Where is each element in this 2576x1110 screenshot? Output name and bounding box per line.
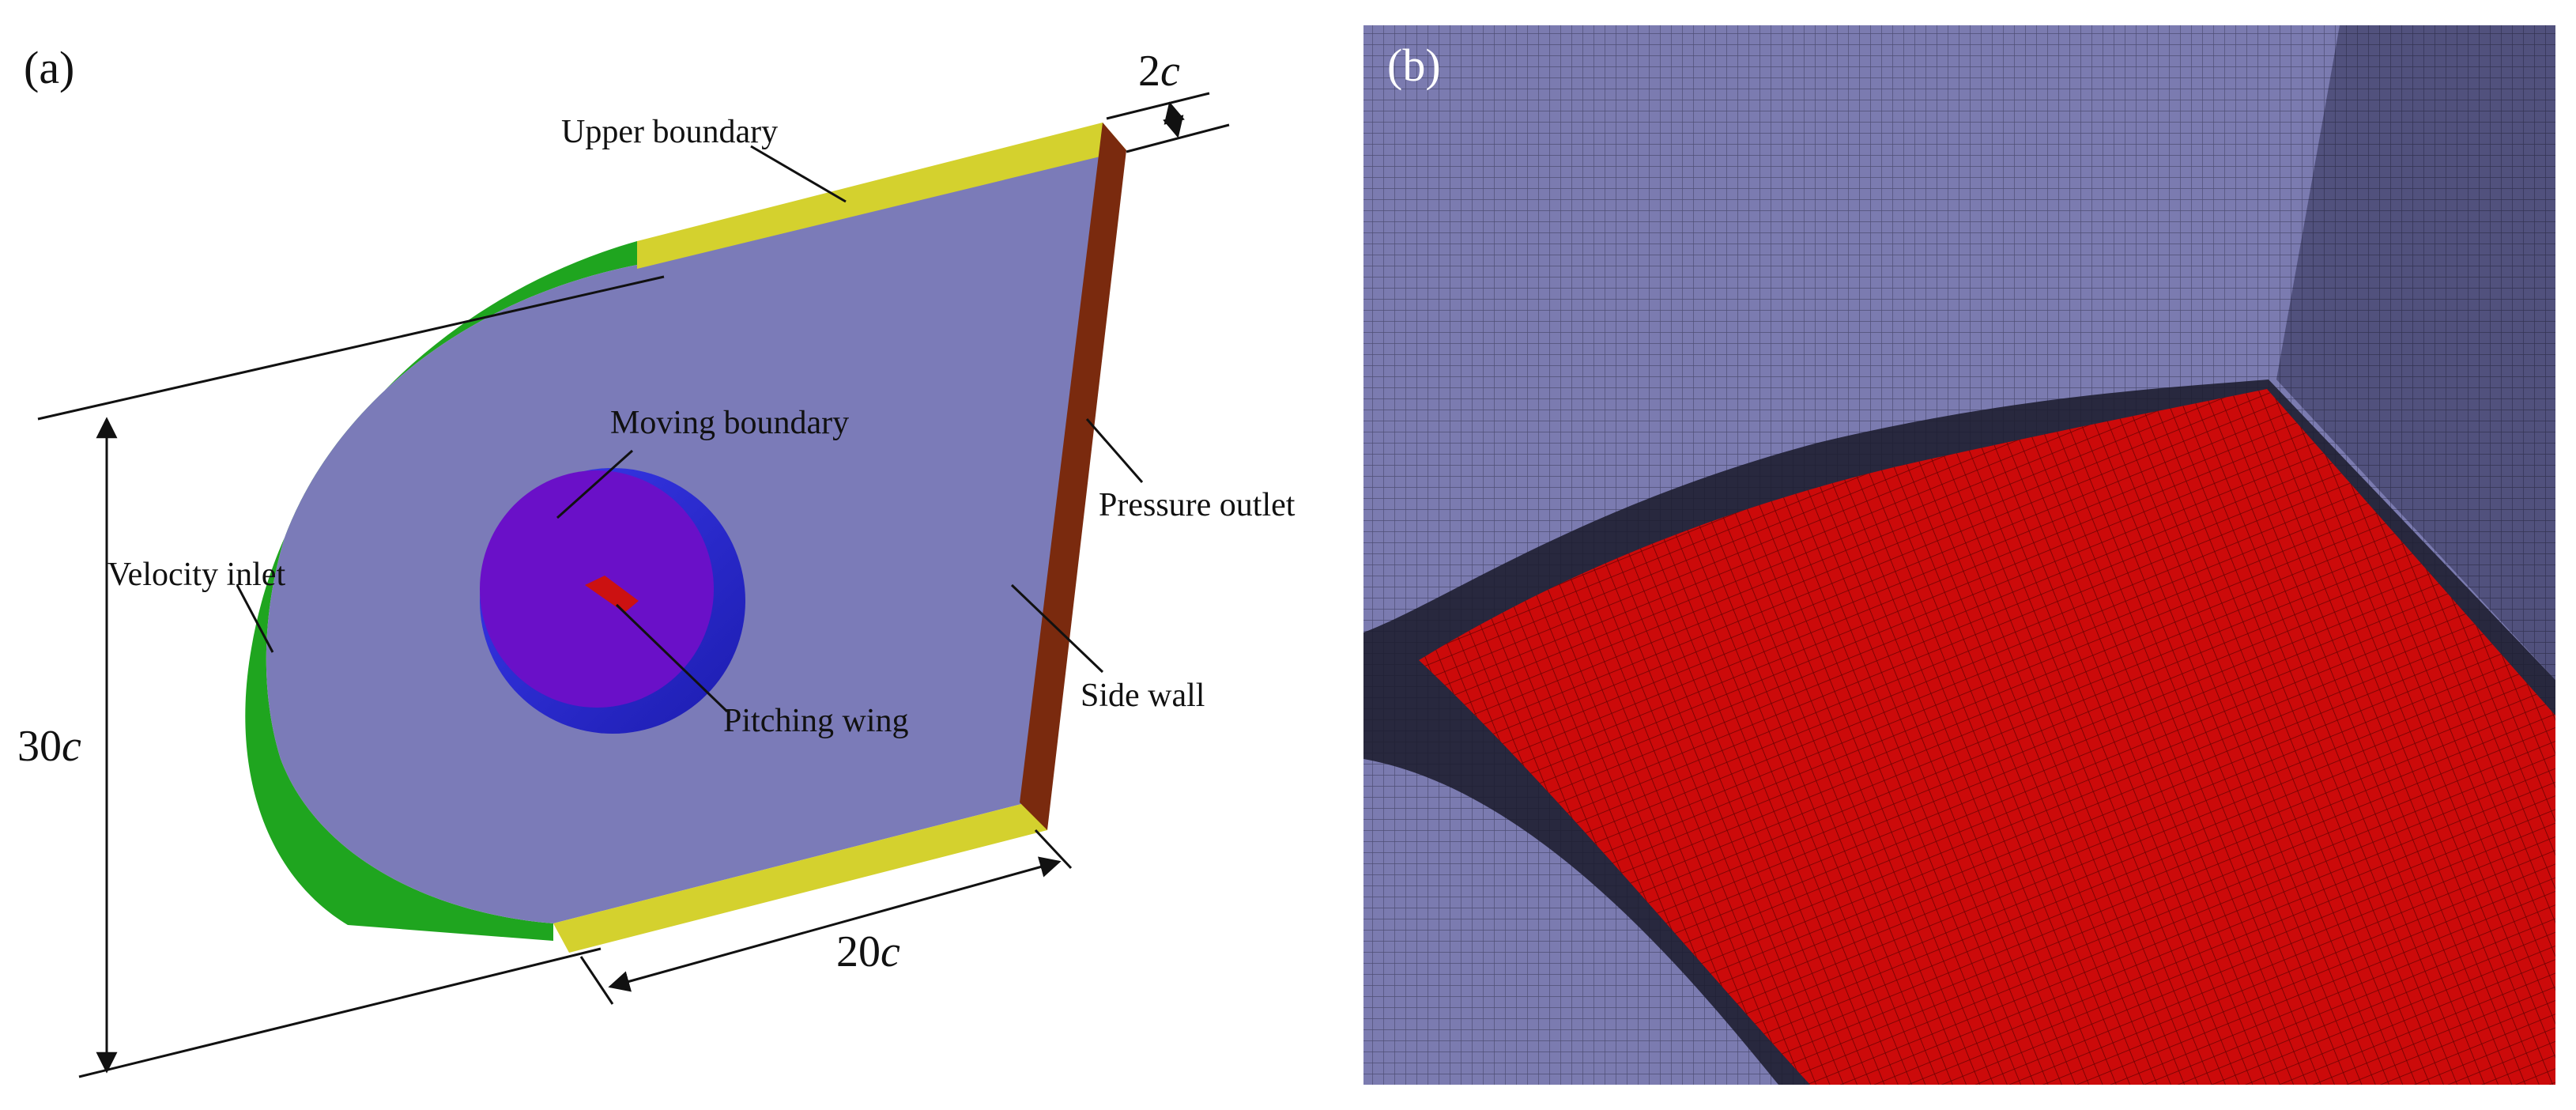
leader-upper-boundary xyxy=(750,145,847,203)
label-pitching-wing: Pitching wing xyxy=(723,703,909,739)
wing-surface-grid xyxy=(1419,389,2555,1085)
label-velocity-inlet: Velocity inlet xyxy=(107,557,285,593)
label-pressure-outlet: Pressure outlet xyxy=(1099,487,1296,523)
dimension-label-length: 20c xyxy=(836,927,900,976)
leader-moving-boundary xyxy=(556,449,634,519)
dimension-arrow-length xyxy=(608,856,1062,992)
dimension-label-thickness: 2c xyxy=(1138,47,1180,96)
label-side-wall: Side wall xyxy=(1081,678,1205,714)
extension-line-bottom xyxy=(78,947,602,1078)
label-upper-boundary: Upper boundary xyxy=(561,114,778,150)
label-moving-boundary: Moving boundary xyxy=(610,405,849,441)
dimension-arrow-thickness xyxy=(1163,101,1185,138)
panel-b-tag: (b) xyxy=(1387,40,1441,91)
extension-line-length-left xyxy=(579,956,614,1005)
extension-line-length-right xyxy=(1034,829,1073,870)
extension-line-thickness-bottom xyxy=(1126,123,1230,153)
panel-b-mesh-view xyxy=(1363,25,2555,1085)
extension-line-thickness-top xyxy=(1106,92,1210,120)
right-wall-grid xyxy=(2276,25,2555,680)
upper-boundary-surface xyxy=(637,123,1126,269)
leader-pressure-outlet xyxy=(1085,418,1144,483)
leader-velocity-inlet xyxy=(236,584,274,653)
leader-pitching-wing xyxy=(615,603,729,713)
panel-a-domain-diagram: (a) xyxy=(17,42,1296,1078)
pressure-outlet-surface xyxy=(1020,123,1126,830)
pitching-wing-shape xyxy=(585,576,639,613)
panel-a-tag: (a) xyxy=(24,42,74,93)
extension-line-top xyxy=(37,275,665,421)
leader-side-wall xyxy=(1010,583,1104,674)
dimension-label-height: 30c xyxy=(17,722,81,771)
